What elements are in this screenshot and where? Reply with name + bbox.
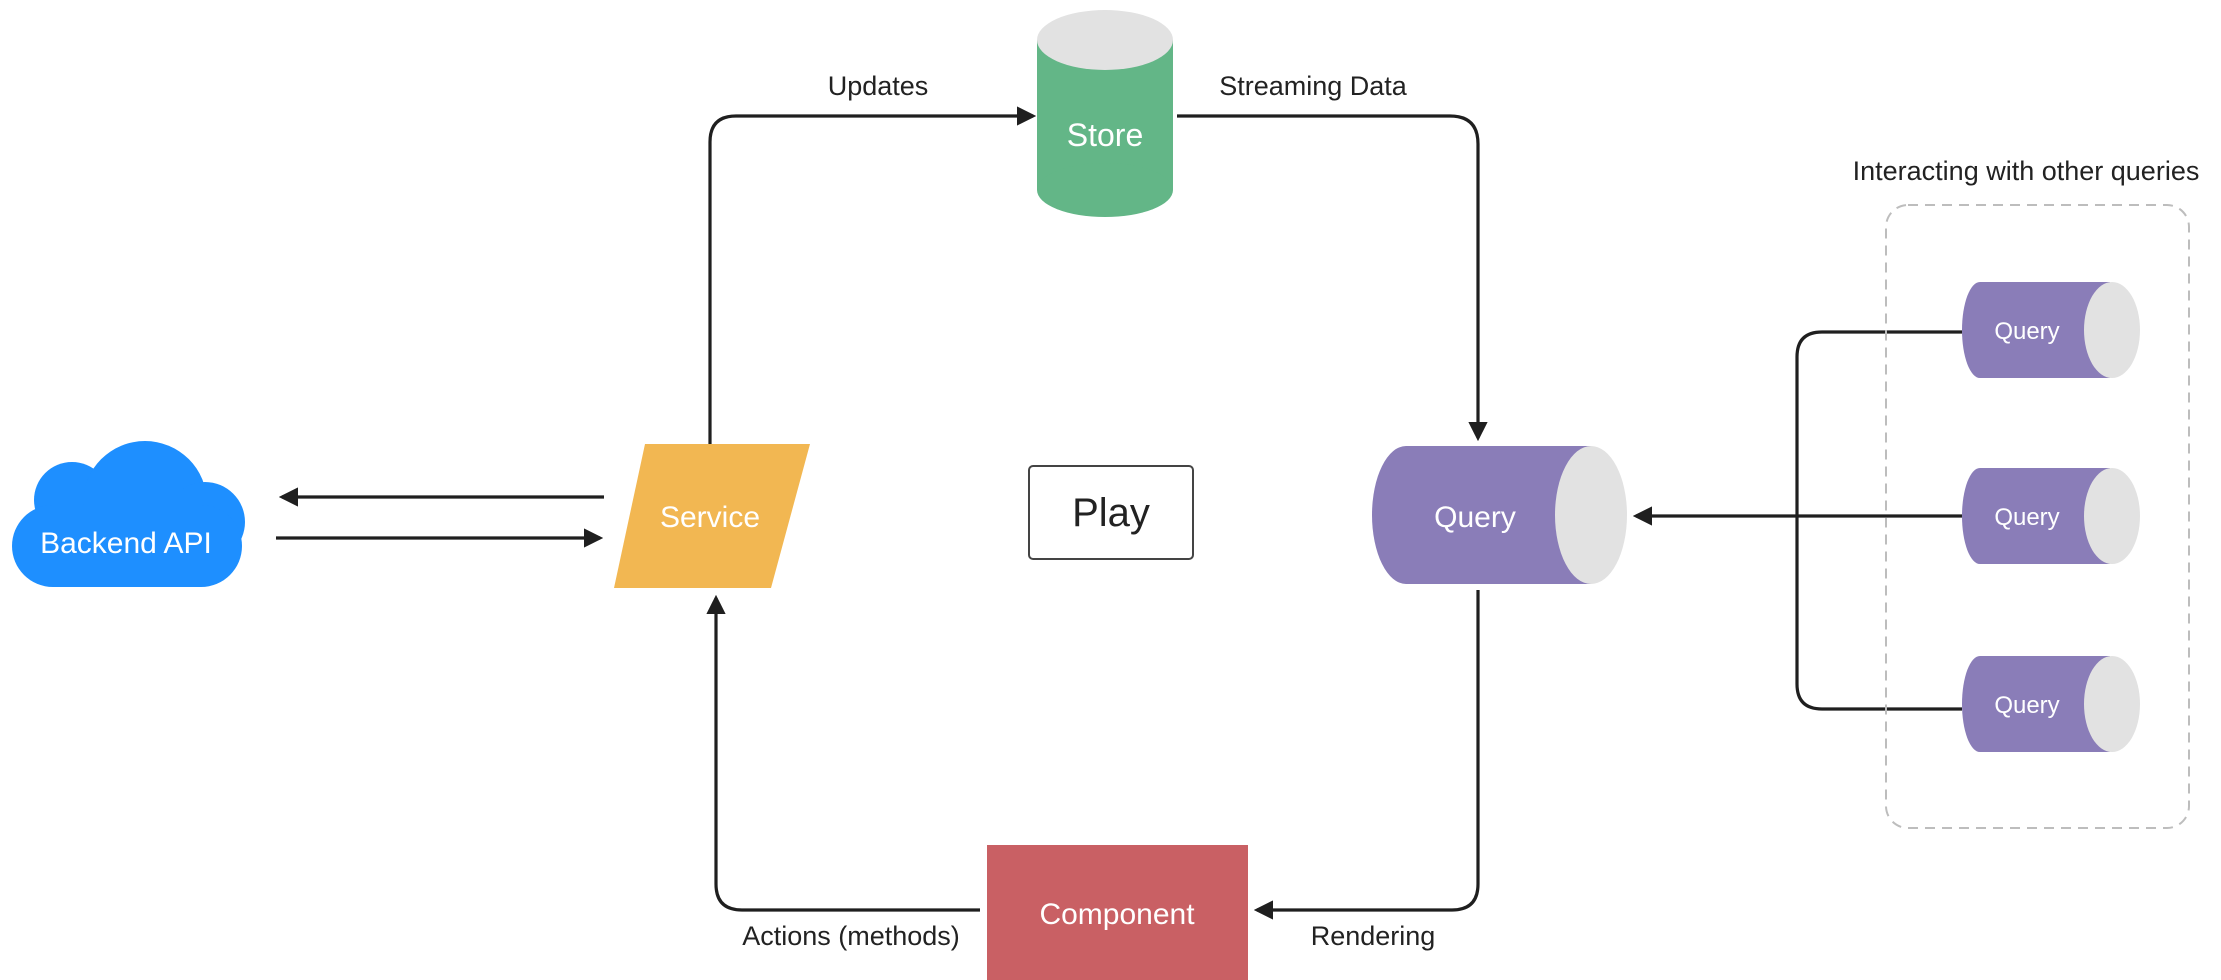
rendering-label: Rendering [1311, 921, 1436, 951]
service-label: Service [660, 501, 760, 534]
group-label: Interacting with other queries [1853, 156, 2200, 186]
query-main-cap [1555, 446, 1627, 584]
service-shape [614, 444, 810, 588]
query-node-3: Query [1962, 656, 2140, 752]
component-label: Component [1039, 898, 1195, 931]
updates-arrow [708, 106, 1037, 444]
query-node-1: Query [1962, 282, 2140, 378]
query-1-label: Query [1994, 318, 2059, 345]
service-node: Service [614, 444, 810, 588]
cloud-icon [12, 441, 245, 587]
updates-label: Updates [828, 71, 929, 101]
store-label: Store [1067, 117, 1143, 153]
store-top [1037, 10, 1173, 70]
other-queries-group: Interacting with other queries [1853, 156, 2200, 829]
play-label: Play [1072, 491, 1150, 535]
query-node-2: Query [1962, 468, 2140, 564]
query-main-label: Query [1434, 501, 1516, 534]
store-bottom [1037, 163, 1173, 217]
store-node: Store [1037, 10, 1173, 217]
play-button[interactable]: Play [1028, 465, 1194, 560]
component-node: Component [987, 845, 1248, 980]
queries-bracket [1795, 330, 1962, 711]
streaming-data-label: Streaming Data [1219, 71, 1408, 101]
actions-arrow [706, 594, 980, 912]
backend-api-node: Backend API [12, 441, 245, 587]
group-border [1885, 204, 2190, 829]
streaming-data-arrow [1177, 114, 1488, 442]
query-main-node: Query [1372, 446, 1627, 584]
query-2-label: Query [1994, 504, 2059, 531]
rendering-arrow [1253, 590, 1480, 920]
backend-api-label: Backend API [40, 527, 212, 560]
query-3-label: Query [1994, 692, 2059, 719]
actions-label: Actions (methods) [742, 921, 960, 951]
